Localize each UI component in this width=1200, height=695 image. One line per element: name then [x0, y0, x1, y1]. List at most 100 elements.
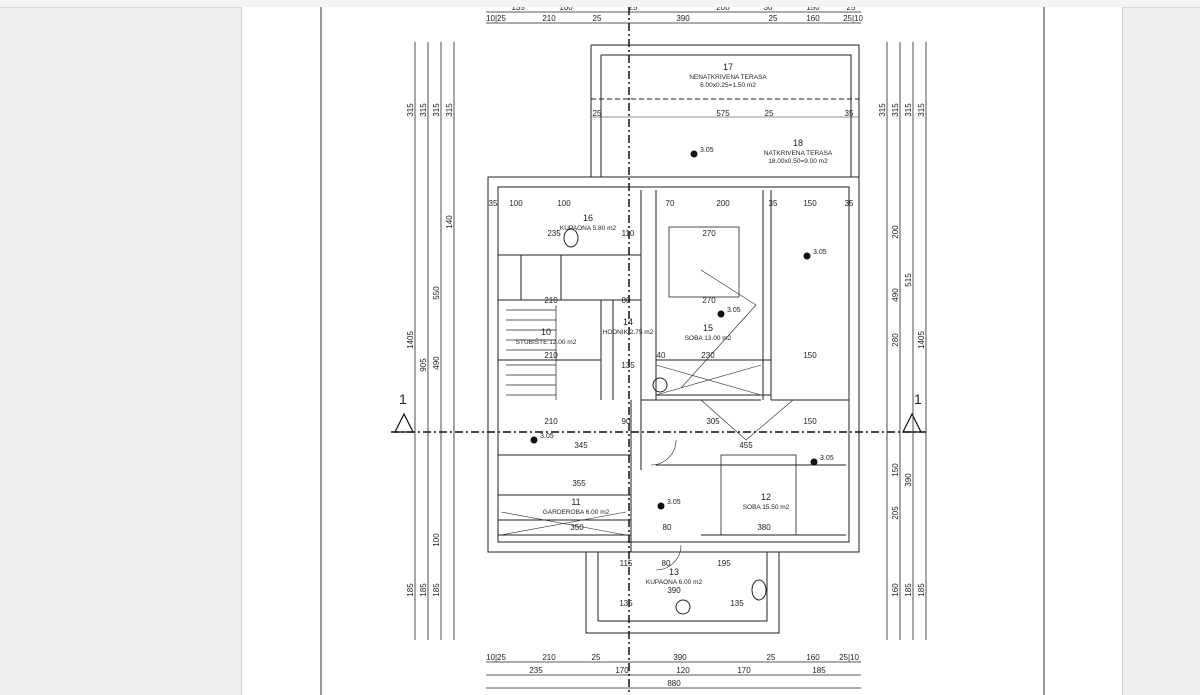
room-number: 13 — [669, 567, 679, 577]
dimension-label: 25 — [592, 653, 601, 662]
dimension-label: 40 — [657, 351, 666, 360]
dimension-label: 90 — [622, 417, 631, 426]
room-number: 14 — [623, 317, 633, 327]
dimension-label: 210 — [544, 417, 558, 426]
dimension-label: 515 — [904, 273, 913, 287]
room-number: 17 — [723, 62, 733, 72]
dimension-label: 315 — [917, 103, 926, 117]
dimension-label: 185 — [406, 583, 415, 597]
walls — [487, 44, 860, 634]
dimension-label: 80 — [662, 559, 671, 568]
dimension-label: 1405 — [917, 331, 926, 349]
level-marker-icon — [717, 310, 725, 318]
room-area: 18.00x0.50=9.00 m2 — [768, 158, 828, 165]
room-name: HODNIK 2.75 m2 — [603, 329, 654, 336]
dimension-label: 210 — [542, 14, 556, 23]
dimension-label: 150 — [803, 417, 817, 426]
room-name: NATKRIVENA TERASA — [764, 150, 833, 157]
dimension-label: 550 — [432, 286, 441, 300]
dimension-label: 35 — [769, 199, 778, 208]
dimension-label: 35 — [845, 199, 854, 208]
dimension-lines — [414, 11, 927, 689]
dimension-label: 135 — [511, 7, 525, 12]
dimension-label: 30 — [764, 7, 773, 12]
dimension-label: 200 — [716, 199, 730, 208]
dimension-label: 185 — [432, 583, 441, 597]
dimension-label: 25|10 — [843, 14, 863, 23]
dimension-label: 1405 — [406, 331, 415, 349]
dimension-label: 150 — [891, 463, 900, 477]
level-marker-icon — [657, 502, 665, 510]
dimension-label: 100 — [432, 533, 441, 547]
dimension-label: 135 — [621, 361, 635, 370]
dimension-label: 315 — [432, 103, 441, 117]
dimension-label: 100 — [509, 199, 523, 208]
dimension-label: 115 — [620, 559, 633, 568]
section-marker-left — [394, 412, 414, 433]
dimension-label: 315 — [891, 103, 900, 117]
dimension-label: 25 — [629, 7, 638, 12]
dimension-label: 455 — [739, 441, 753, 450]
dimension-label: 270 — [702, 229, 716, 238]
dimension-label: 80 — [663, 523, 672, 532]
section-label-left: 1 — [399, 391, 407, 407]
room-number: 16 — [583, 213, 593, 223]
level-marker-icon — [530, 436, 538, 444]
dimension-label: 210 — [544, 296, 558, 305]
dimension-label: 25 — [593, 14, 602, 23]
dimension-label: 10|25 — [486, 653, 506, 662]
room-number: 10 — [541, 327, 551, 337]
dimension-label: 35 — [489, 199, 498, 208]
dimension-label: 350 — [570, 523, 584, 532]
dimension-label: 200 — [891, 225, 900, 239]
dimension-label: 390 — [673, 653, 687, 662]
dimension-label: 380 — [757, 523, 771, 532]
dimension-label: 575 — [716, 109, 730, 118]
dimension-label: 25 — [767, 653, 776, 662]
dimension-label: 25 — [593, 109, 602, 118]
level-value: 3.05 — [820, 455, 834, 462]
dimension-label: 185 — [812, 666, 826, 675]
dimension-label: 150 — [806, 7, 820, 12]
dimension-label: 315 — [419, 103, 428, 117]
room-name: STUBIŠTE 12.00 m2 — [516, 337, 577, 346]
dimension-label: 305 — [706, 417, 720, 426]
room-name: NENATKRIVENA TERASA — [689, 74, 767, 81]
dimension-label: 345 — [574, 441, 588, 450]
dimension-label: 25 — [847, 7, 856, 12]
dimension-label: 200 — [716, 7, 730, 12]
dimension-label: 35 — [845, 109, 854, 118]
dimension-label: 170 — [615, 666, 629, 675]
room-name: SOBA 15.50 m2 — [743, 504, 790, 511]
dimension-label: 160 — [891, 583, 900, 597]
dimension-label: 210 — [544, 351, 558, 360]
level-value: 3.05 — [727, 307, 741, 314]
dimension-label: 235 — [547, 229, 561, 238]
room-name: KUPAONA 5.80 m2 — [560, 225, 617, 232]
dimension-label: 70 — [666, 199, 675, 208]
section-marker-right — [902, 412, 922, 433]
dimension-label: 80 — [622, 296, 631, 305]
dimension-label: 100 — [559, 7, 573, 12]
dimension-label: 10|25 — [486, 14, 506, 23]
dimension-label: 185 — [917, 583, 926, 597]
section-label-right: 1 — [914, 391, 922, 407]
dimension-label: 160 — [806, 14, 820, 23]
dimension-label: 905 — [419, 358, 428, 372]
dimension-label: 235 — [529, 666, 543, 675]
level-marker-icon — [803, 252, 811, 260]
room-name: SOBA 13.00 m2 — [685, 335, 732, 342]
dimension-label: 390 — [904, 473, 913, 487]
level-value: 3.05 — [540, 433, 554, 440]
dimension-label: 230 — [701, 351, 715, 360]
dimension-label: 390 — [676, 14, 690, 23]
dimension-label: 140 — [445, 215, 454, 229]
dimension-label: 315 — [878, 103, 887, 117]
dimension-label: 170 — [737, 666, 751, 675]
room-number: 15 — [703, 323, 713, 333]
room-name: KUPAONA 6.00 m2 — [646, 579, 703, 586]
dimension-label: 315 — [406, 103, 415, 117]
room-area: 6.00x0.25=1.50 m2 — [700, 82, 756, 89]
dimension-label: 315 — [445, 103, 454, 117]
